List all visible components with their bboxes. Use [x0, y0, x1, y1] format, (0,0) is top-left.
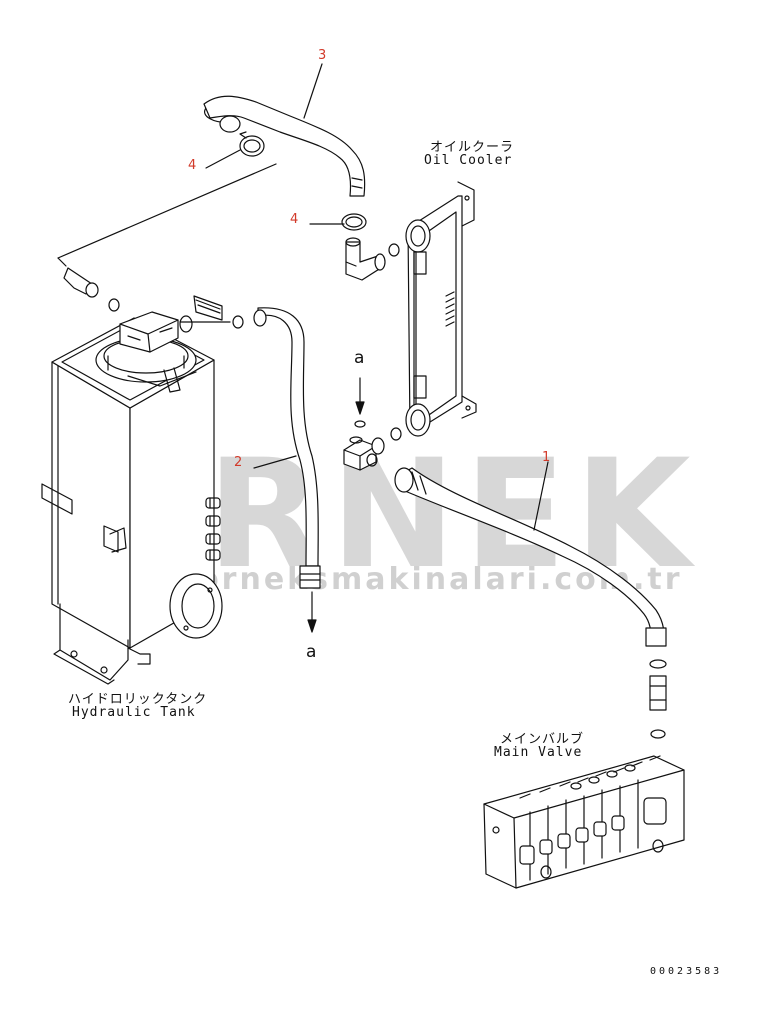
connector-fittings	[649, 659, 667, 739]
label-main-valve-jp: メインバルブ	[500, 732, 585, 747]
arrow-a-top	[354, 377, 366, 428]
callout-part-1: 1	[542, 450, 551, 465]
label-hydraulic-tank-en: Hydraulic Tank	[72, 705, 196, 720]
tank-filler-cap	[95, 311, 197, 393]
label-oil-cooler-jp: オイルクーラ	[430, 140, 515, 155]
tank-port-fittings	[205, 497, 221, 561]
clamp-4-top	[239, 131, 265, 157]
main-valve	[483, 755, 685, 889]
callout-part-3: 3	[318, 48, 327, 63]
clamp-4-mid	[341, 213, 367, 231]
reference-a-bottom: a	[306, 642, 317, 662]
hose-3	[203, 95, 366, 197]
elbow-fitting-top	[345, 237, 386, 281]
reference-a-top: a	[354, 348, 365, 368]
callout-part-4-mid: 4	[290, 212, 299, 227]
label-hydraulic-tank-jp: ハイドロリックタンク	[68, 692, 208, 707]
oil-cooler	[388, 181, 477, 441]
hydraulic-tank	[41, 295, 244, 685]
drawing-code: 00023583	[650, 966, 723, 977]
tank-return-fitting	[57, 257, 120, 312]
hose-1	[394, 467, 667, 647]
arrow-a-bottom	[307, 591, 317, 633]
callout-part-2: 2	[234, 455, 243, 470]
tee-fitting	[343, 436, 385, 471]
leader-line-return	[57, 163, 277, 259]
hose-2	[253, 307, 321, 589]
label-oil-cooler-en: Oil Cooler	[424, 153, 513, 168]
label-main-valve-en: Main Valve	[494, 745, 583, 760]
callout-part-4-top: 4	[188, 158, 197, 173]
callout-leaders	[205, 63, 549, 531]
valve-ports	[519, 797, 667, 879]
